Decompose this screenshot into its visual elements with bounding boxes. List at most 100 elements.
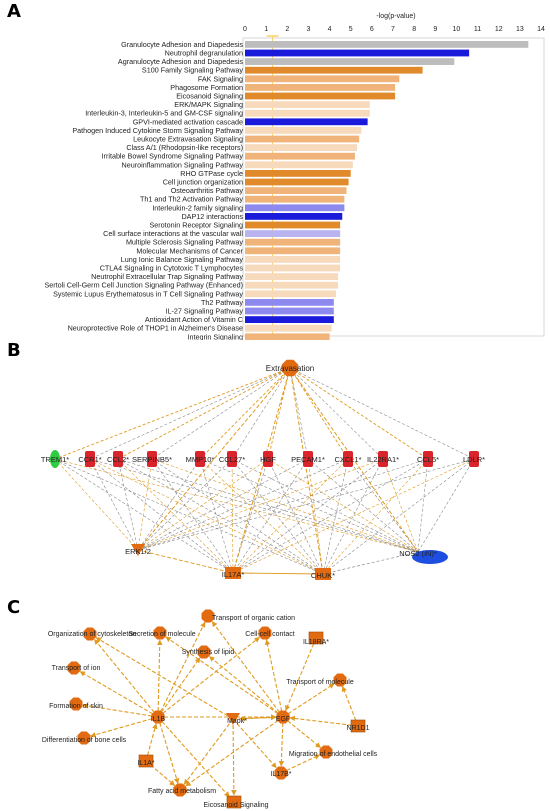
bar [245,58,455,65]
bar [245,152,355,160]
regulator-label: IL1B [151,716,166,723]
edge [89,367,291,460]
edge [157,716,230,798]
category-label: Eicosanoid Signaling [176,92,243,101]
regulator-node [67,661,81,675]
bar [245,127,362,134]
category-label: Neuroinflammation Signaling Pathway [122,160,244,169]
x-tick-label: 3 [306,26,310,33]
category-label: IL-27 Signaling Pathway [165,307,243,316]
edge [137,458,309,551]
bottom-node [315,568,331,580]
regulator-label: NR1D1 [347,725,370,732]
category-label: Granulocyte Adhesion and Diapedesis [121,40,243,49]
edge [137,549,234,574]
edge [264,639,284,718]
regulator-label: Synthesis of lipid [182,649,235,656]
edge [232,367,291,574]
edge [137,458,201,551]
bar [245,144,358,151]
regulator-label: IL17B* [270,771,291,778]
regulator-label: Secretion of molecule [128,631,195,638]
gene-label: TREM1* [41,455,69,464]
category-label: Osteoarthritis Pathway [171,186,244,195]
edge [89,458,419,553]
chart-frame [242,37,545,337]
category-label: Systemic Lupus Erythematosus in T Cell S… [53,289,243,298]
bar [245,299,334,306]
edge [282,683,335,718]
gene-label: CCL2* [107,455,129,464]
bar [245,66,423,74]
edge [54,458,419,553]
extravasation-node [281,359,299,377]
edge [417,458,475,553]
category-labels: Granulocyte Adhesion and DiapedesisNeutr… [44,40,243,340]
x-tick-label: 1 [264,26,268,33]
gene-label: IL22RA1* [367,455,399,464]
bar [245,256,341,263]
edge [232,458,475,574]
category-label: Molecular Mechanisms of Cancer [136,246,243,255]
bar [245,161,353,169]
edge [54,458,234,574]
network-b: ExtravasationTREM1*CCR1*CCL2*SERPINB5*MM… [41,359,485,580]
gene-node [227,451,237,467]
edge [307,458,324,575]
gene-node [343,451,353,467]
edge [231,458,234,574]
category-label: Th2 Pathway [201,298,243,307]
category-label: Cell surface interactions at the vascula… [103,229,243,238]
edge [280,754,321,774]
edge [322,458,384,575]
bar [245,84,396,91]
gene-label: SERPINB5* [132,455,172,464]
bottom-node [131,544,145,556]
regulator-node [333,673,347,687]
bar [245,118,368,126]
edge [151,458,234,574]
bottom-label: IL17A* [222,570,245,579]
edge [322,551,419,575]
regulator-label: Differentiation of bone cells [42,737,127,744]
bar [245,247,341,255]
edge [211,621,284,718]
bar [245,109,370,117]
network-b-edges [54,367,475,575]
edge [137,458,384,551]
category-label: Irritable Bowel Syndrome Signaling Pathw… [102,152,244,161]
regulator-label: Transport of molecule [286,679,354,686]
regulator-label: EGF [276,716,290,723]
regulator-label: IL1A* [137,760,154,767]
regulator-label: Mapk* [227,718,247,725]
edge [137,458,233,551]
bar [245,290,336,298]
edge [322,458,475,575]
bottom-label: NOS2 (iN)* [399,549,437,558]
bar [245,195,345,203]
edge [117,458,419,553]
regulator-label: Cell-cell contact [245,631,294,638]
edge [151,458,324,575]
edge [137,367,291,551]
bar [245,273,339,280]
edge [267,458,324,575]
edge [289,715,359,727]
gene-node [263,451,273,467]
regulator-node [138,754,154,768]
gene-node [85,451,95,467]
bar [245,75,400,83]
edge [199,458,234,574]
edge [347,458,419,553]
x-tick-label: 11 [474,26,481,33]
bar [245,221,341,229]
panel-label-a: A [7,1,21,22]
edge [289,367,475,460]
x-tick-label: 13 [516,26,524,33]
regulator-node [258,626,272,640]
category-label: Neuroprotective Role of THOP1 in Alzheim… [68,324,243,333]
edge [231,718,237,796]
edge [79,671,159,718]
bar [245,281,339,289]
